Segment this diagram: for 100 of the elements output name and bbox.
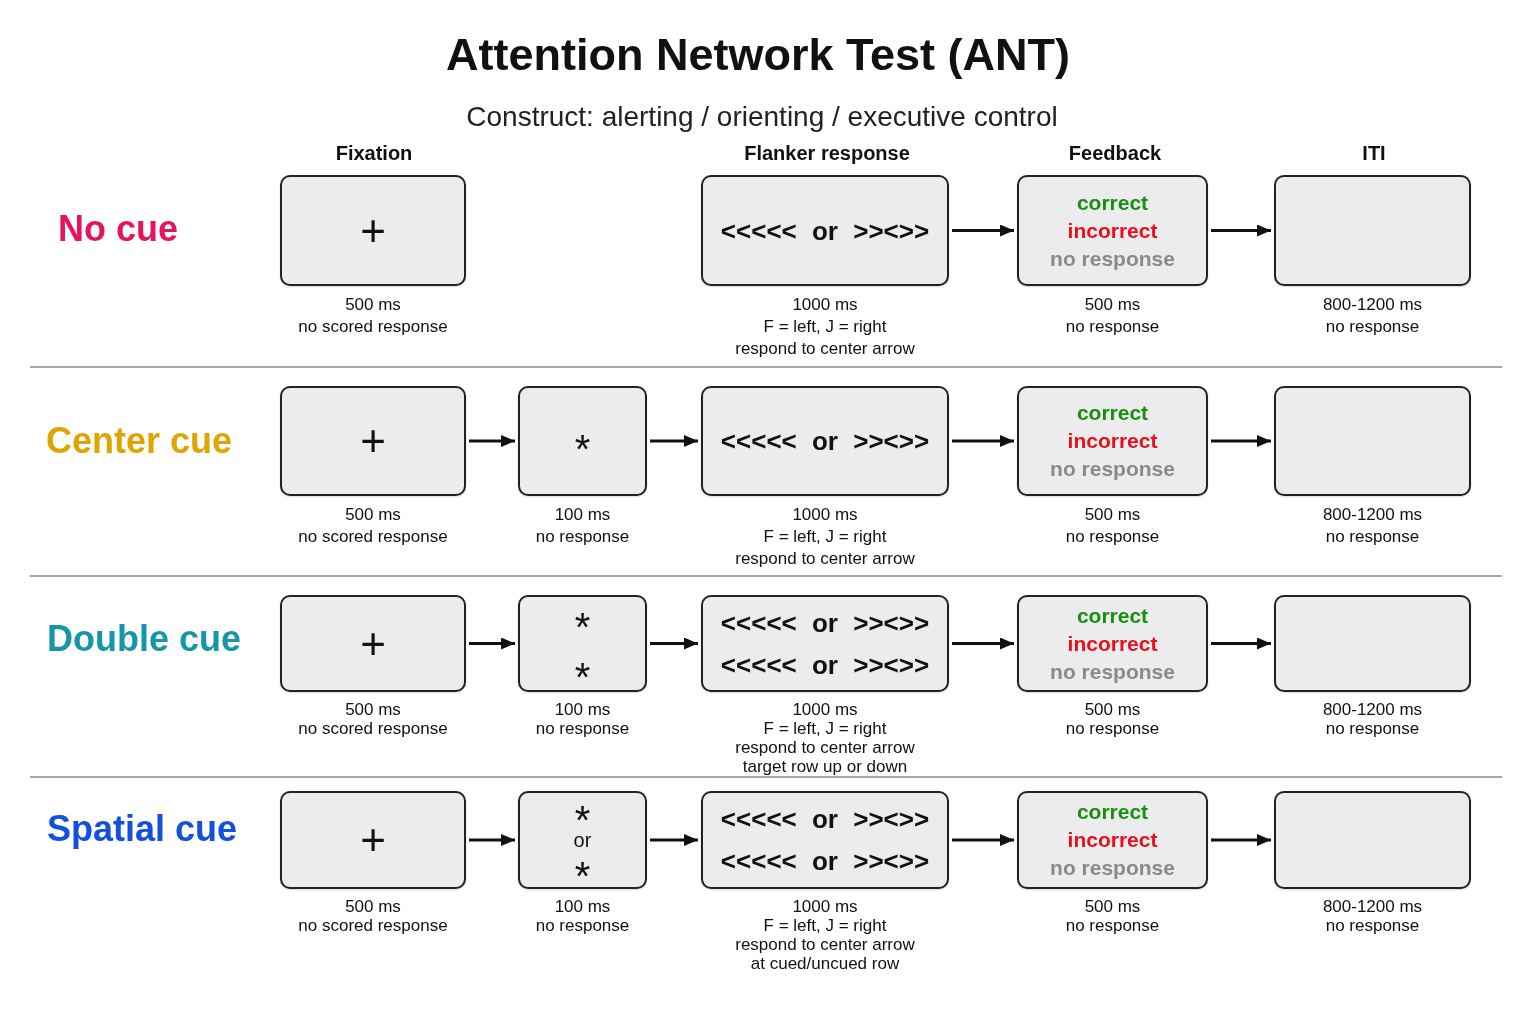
stimulus-screen <box>280 595 466 692</box>
flanker-arrows: <<<<< or >><>> <box>720 607 930 638</box>
duration-text: 800-1200 ms <box>1322 897 1423 916</box>
arrow <box>1211 224 1271 237</box>
note-text: respond to center arrow <box>735 548 915 570</box>
arrow <box>469 435 515 447</box>
feedback-text: no response <box>1050 456 1175 482</box>
arrow <box>650 637 698 650</box>
feedback-text: incorrect <box>1067 428 1158 454</box>
duration-text: 100 ms <box>554 897 611 916</box>
note-text: target row up or down <box>742 757 908 776</box>
arrow <box>469 637 515 650</box>
note-text: at cued/uncued row <box>750 954 900 973</box>
fixation-cross: + <box>360 621 386 666</box>
feedback-text: correct <box>1076 602 1149 629</box>
feedback-text: no response <box>1050 658 1175 685</box>
duration-text: 100 ms <box>554 504 611 526</box>
row-label: No cue <box>58 208 179 250</box>
cue-asterisk: * <box>574 797 591 827</box>
flanker-arrows: <<<<< or >><>> <box>720 846 930 876</box>
row-label: Double cue <box>47 618 242 660</box>
flanker-arrows: <<<<< or >><>> <box>720 215 930 246</box>
stimulus-screen <box>280 791 466 889</box>
note-text: respond to center arrow <box>735 338 915 360</box>
blank-screen <box>1274 386 1471 496</box>
duration-text: 800-1200 ms <box>1322 700 1423 719</box>
arrow <box>1211 834 1271 846</box>
duration-text: 500 ms <box>1084 700 1141 719</box>
arrow <box>952 834 1014 846</box>
arrow <box>1211 435 1271 447</box>
flanker-arrows: <<<<< or >><>> <box>720 804 930 834</box>
feedback-text: no response <box>1050 855 1175 881</box>
duration-text: 500 ms <box>345 897 401 916</box>
duration-text: 800-1200 ms <box>1322 504 1423 526</box>
note-text: no response <box>1325 719 1420 738</box>
note-text: no response <box>535 916 630 935</box>
stimulus-screen <box>518 595 647 692</box>
subtitle-text: Construct: alerting / orienting / executive control <box>466 100 1058 134</box>
note-text: no scored response <box>298 719 448 738</box>
row-label: Spatial cue <box>47 808 238 850</box>
column-heading: Flanker response <box>744 141 910 165</box>
note-text: F = left, J = right <box>763 719 887 738</box>
note-text: no scored response <box>298 526 448 548</box>
note-text: no response <box>1065 526 1160 548</box>
blank-screen <box>1274 595 1471 692</box>
feedback-text: correct <box>1076 799 1149 825</box>
note-text: respond to center arrow <box>735 738 915 757</box>
stimulus-screen <box>701 595 949 692</box>
note-text: no response <box>1325 526 1420 548</box>
blank-screen <box>1274 175 1471 286</box>
duration-text: 100 ms <box>554 700 611 719</box>
title-text: Attention Network Test (ANT) <box>445 29 1071 81</box>
stimulus-screen <box>1017 595 1208 692</box>
note-text: no response <box>1065 916 1160 935</box>
duration-text: 800-1200 ms <box>1322 294 1423 316</box>
column-heading: ITI <box>1362 141 1386 165</box>
note-text: no response <box>535 526 630 548</box>
feedback-text: incorrect <box>1067 217 1158 244</box>
note-text: no response <box>1325 316 1420 338</box>
feedback-text: incorrect <box>1067 827 1158 853</box>
feedback-text: correct <box>1076 189 1149 216</box>
stimulus-screen <box>701 791 949 889</box>
feedback-text: correct <box>1076 400 1149 426</box>
note-text: F = left, J = right <box>763 916 887 935</box>
stimulus-screen <box>518 386 647 496</box>
column-heading: Feedback <box>1068 141 1162 165</box>
arrow <box>952 224 1014 237</box>
note-text: no response <box>535 719 630 738</box>
duration-text: 1000 ms <box>792 504 858 526</box>
stimulus-screen <box>701 386 949 496</box>
cue-asterisk: * <box>574 853 591 883</box>
fixation-cross: + <box>360 208 386 253</box>
stimulus-screen <box>1017 386 1208 496</box>
flanker-arrows: <<<<< or >><>> <box>720 426 930 456</box>
duration-text: 1000 ms <box>792 294 858 316</box>
note-text: no scored response <box>298 316 448 338</box>
cue-asterisk: * <box>574 603 591 634</box>
arrow <box>952 435 1014 447</box>
stimulus-screen <box>518 791 647 889</box>
column-heading: Fixation <box>335 141 413 165</box>
note-text: no scored response <box>298 916 448 935</box>
feedback-text: incorrect <box>1067 630 1158 657</box>
arrow <box>650 435 698 447</box>
duration-text: 500 ms <box>345 504 401 526</box>
or-text: or <box>573 828 592 853</box>
cue-asterisk: * <box>574 653 591 684</box>
arrow <box>1211 637 1271 650</box>
arrow <box>952 637 1014 650</box>
duration-text: 1000 ms <box>792 897 858 916</box>
flanker-arrows: <<<<< or >><>> <box>720 649 930 680</box>
fixation-cross: + <box>360 419 386 463</box>
duration-text: 500 ms <box>1084 897 1141 916</box>
cue-asterisk: * <box>574 426 591 456</box>
note-text: no response <box>1065 316 1160 338</box>
duration-text: 500 ms <box>1084 504 1141 526</box>
duration-text: 500 ms <box>1084 294 1141 316</box>
duration-text: 500 ms <box>345 700 401 719</box>
stimulus-screen <box>280 386 466 496</box>
note-text: no response <box>1065 719 1160 738</box>
duration-text: 1000 ms <box>792 700 858 719</box>
